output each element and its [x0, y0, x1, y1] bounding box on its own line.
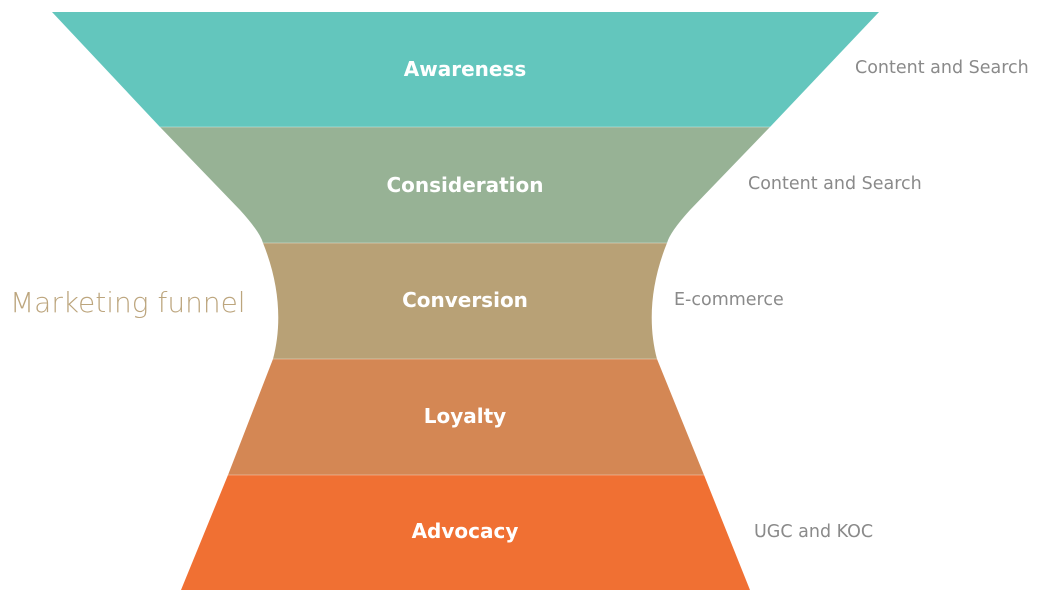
- funnel-segment-awareness: [52, 12, 879, 127]
- diagram-title: Marketing funnel: [10, 286, 246, 319]
- funnel-stage-consideration: Consideration: [160, 127, 770, 243]
- channel-label-awareness: Content and Search: [855, 58, 1029, 78]
- funnel-segment-loyalty: [228, 359, 704, 475]
- funnel-stage-advocacy: Advocacy: [181, 475, 750, 590]
- stage-label-consideration: Consideration: [386, 173, 543, 197]
- funnel-stage-conversion: Conversion: [263, 243, 667, 359]
- stage-label-awareness: Awareness: [404, 57, 527, 81]
- stage-label-loyalty: Loyalty: [424, 404, 506, 428]
- stage-separators: [160, 126, 770, 476]
- funnel-segment-advocacy: [181, 475, 750, 590]
- funnel-stage-loyalty: Loyalty: [228, 359, 704, 475]
- channel-label-consideration: Content and Search: [748, 174, 922, 194]
- funnel-segment-conversion: [263, 243, 667, 359]
- stage-label-conversion: Conversion: [402, 288, 528, 312]
- funnel-stage-awareness: Awareness: [52, 12, 879, 127]
- stage-label-advocacy: Advocacy: [412, 519, 519, 543]
- channel-label-conversion: E-commerce: [674, 290, 784, 310]
- channel-label-advocacy: UGC and KOC: [754, 522, 873, 542]
- funnel-segment-consideration: [160, 127, 770, 243]
